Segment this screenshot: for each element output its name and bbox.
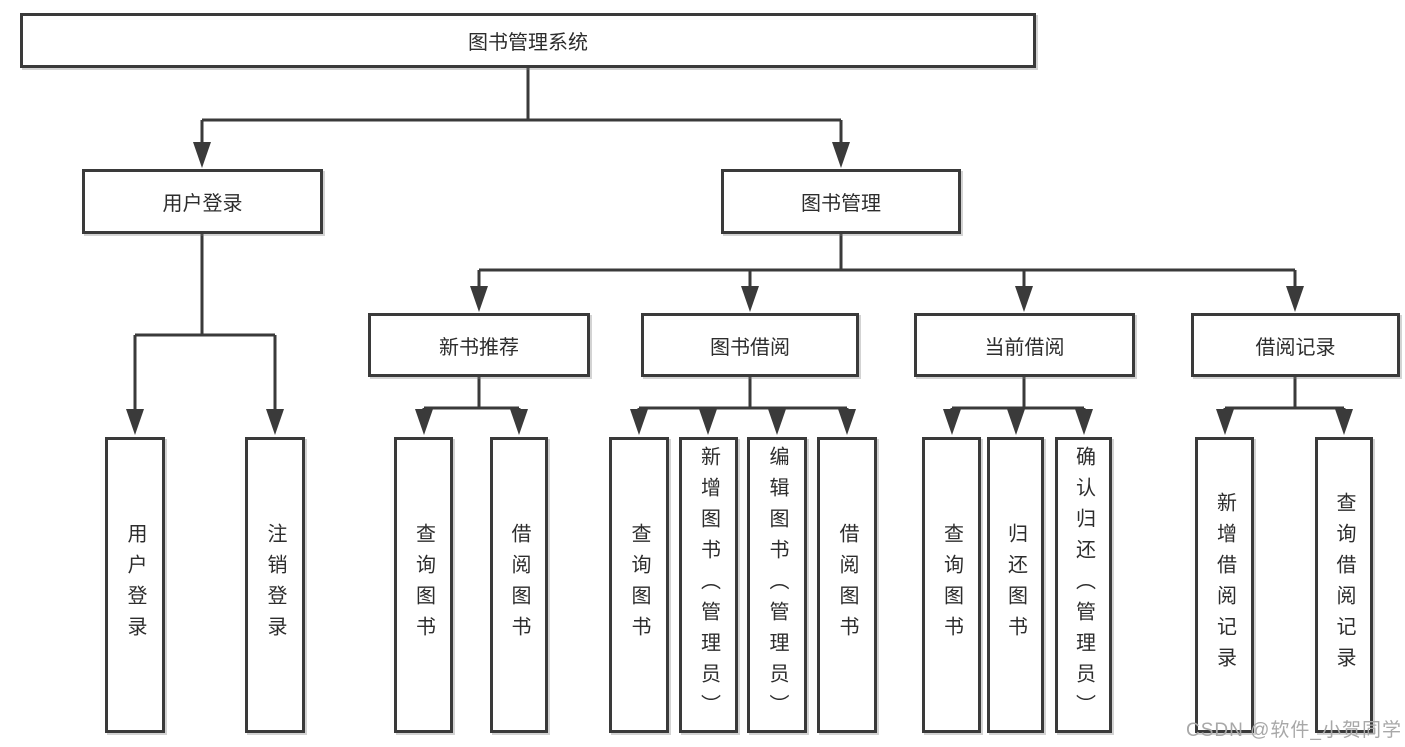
- node-borrowing-records: 借阅记录: [1191, 313, 1400, 377]
- leaf-add-borrow-record: 新增借阅记录: [1195, 437, 1254, 733]
- leaf-label: 确认归还（管理员）: [1072, 445, 1095, 725]
- leaf-query-books-borrowing: 查询图书: [609, 437, 669, 733]
- leaf-user-login: 用户登录: [105, 437, 165, 733]
- node-new-book-recommendation: 新书推荐: [368, 313, 590, 377]
- node-book-management: 图书管理: [721, 169, 961, 234]
- node-library-system: 图书管理系统: [20, 13, 1036, 68]
- leaf-query-borrow-record: 查询借阅记录: [1315, 437, 1373, 733]
- node-current-borrowing: 当前借阅: [914, 313, 1135, 377]
- leaf-label: 编辑图书（管理员）: [766, 445, 788, 725]
- leaf-label: 借阅图书: [836, 523, 858, 647]
- leaf-return-books: 归还图书: [987, 437, 1044, 733]
- leaf-edit-book-admin: 编辑图书（管理员）: [747, 437, 807, 733]
- leaf-add-book-admin: 新增图书（管理员）: [679, 437, 738, 733]
- leaf-query-books-recommend: 查询图书: [394, 437, 453, 733]
- leaf-label: 查询借阅记录: [1333, 492, 1355, 678]
- leaf-label: 注销登录: [264, 523, 286, 647]
- node-book-borrowing: 图书借阅: [641, 313, 859, 377]
- leaf-label: 新增借阅记录: [1213, 492, 1236, 678]
- leaf-borrow-books-recommend: 借阅图书: [490, 437, 548, 733]
- node-user-login: 用户登录: [82, 169, 323, 234]
- leaf-label: 用户登录: [124, 523, 146, 647]
- leaf-label: 查询图书: [412, 523, 435, 647]
- leaf-borrow-books-borrowing: 借阅图书: [817, 437, 877, 733]
- leaf-label: 借阅图书: [508, 523, 530, 647]
- leaf-label: 查询图书: [940, 523, 963, 647]
- leaf-label: 新增图书（管理员）: [697, 445, 720, 725]
- leaf-confirm-return-admin: 确认归还（管理员）: [1055, 437, 1112, 733]
- leaf-query-books-current: 查询图书: [922, 437, 981, 733]
- leaf-logout: 注销登录: [245, 437, 305, 733]
- leaf-label: 查询图书: [628, 523, 650, 647]
- leaf-label: 归还图书: [1004, 523, 1027, 647]
